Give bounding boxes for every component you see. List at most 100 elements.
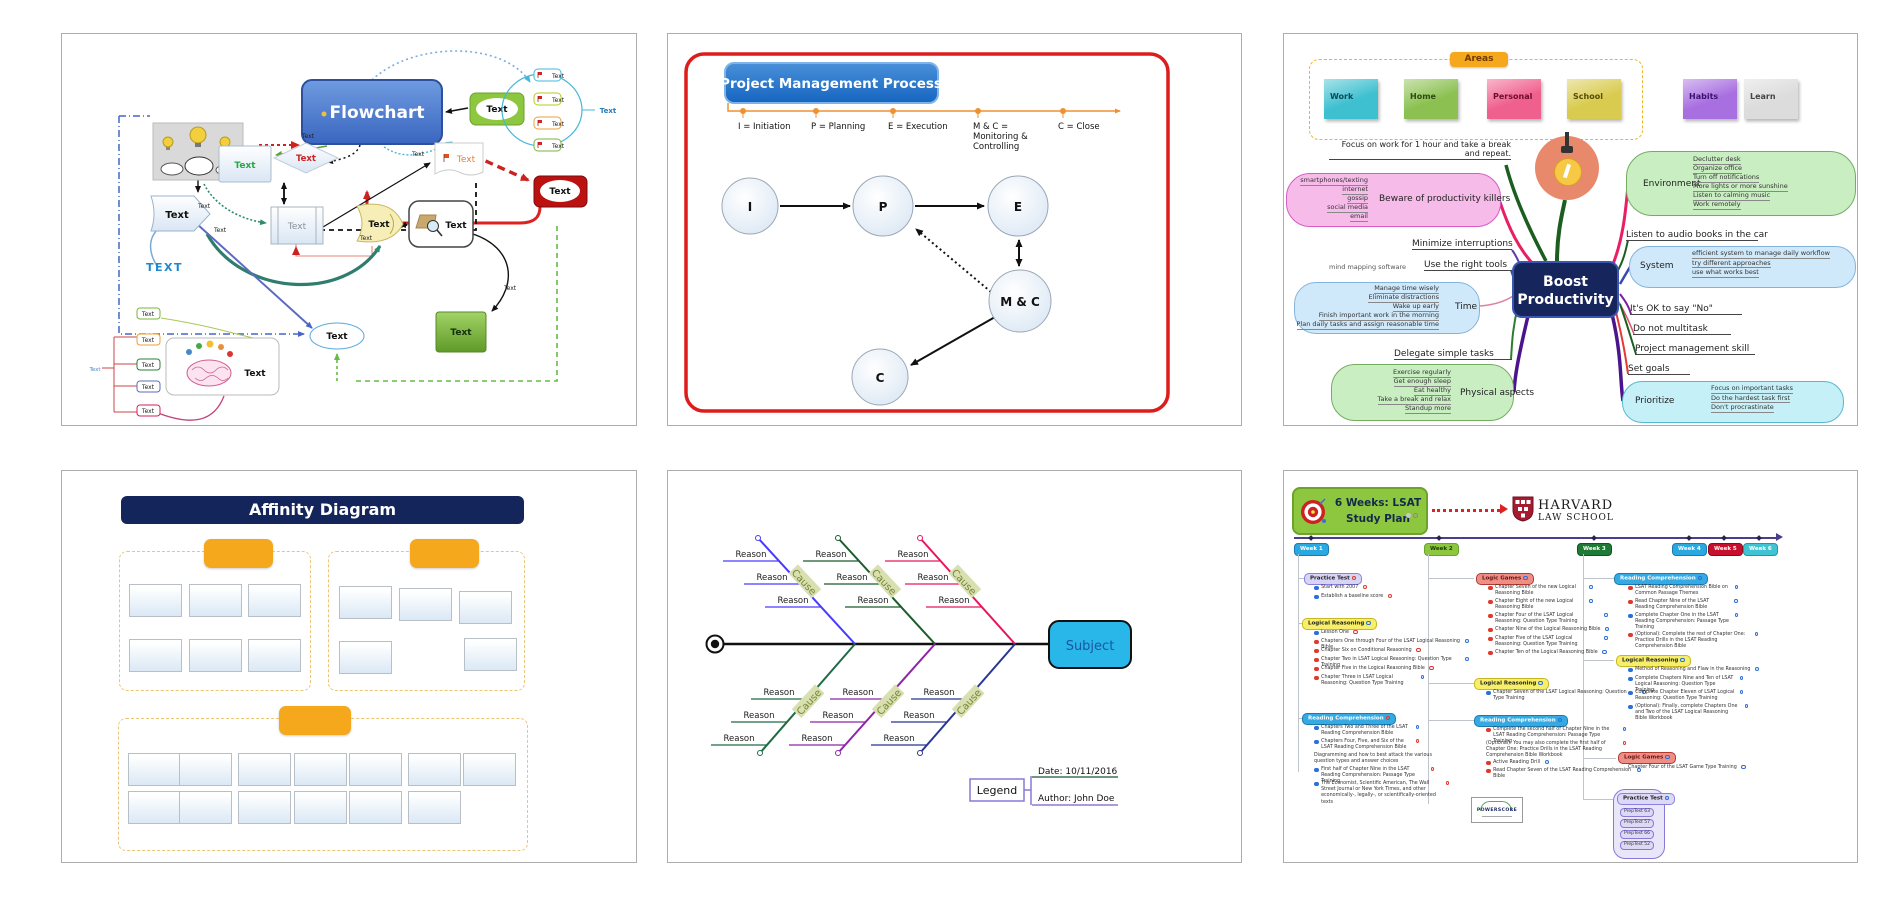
week-5-pill[interactable]: Week 5	[1708, 543, 1743, 556]
affinity-card[interactable]	[238, 791, 291, 824]
branch-minimize[interactable]: Minimize interruptions	[1412, 239, 1513, 250]
branch-time-cloud[interactable]: Time Manage time wisely Eliminate distra…	[1294, 282, 1480, 334]
affinity-group-1-header[interactable]	[204, 539, 273, 568]
affinity-card[interactable]	[129, 639, 182, 672]
svg-text:Text: Text	[359, 235, 373, 242]
week-2-pill[interactable]: Week 2	[1424, 543, 1459, 556]
task-item: Chapter Nine of the Logical Reasoning Bi…	[1488, 627, 1633, 633]
flag-item: Text	[533, 138, 565, 152]
fishbone-diagram-thumbnail[interactable]: Reason Reason Reason Reason Reason Reaso…	[667, 470, 1242, 863]
w1-practice-test-section[interactable]: Practice Test	[1304, 573, 1363, 586]
svg-text:Reason: Reason	[843, 688, 874, 698]
branch-do-not-multitask[interactable]: Do not multitask	[1633, 324, 1731, 335]
affinity-card[interactable]	[459, 591, 512, 624]
badge-icon	[1680, 658, 1685, 663]
affinity-diagram-thumbnail[interactable]: Affinity Diagram	[61, 470, 637, 863]
affinity-card[interactable]	[129, 584, 182, 617]
badge-icon	[1464, 657, 1469, 662]
badge-icon	[1604, 613, 1608, 618]
affinity-card[interactable]	[408, 791, 461, 824]
connector-line	[1583, 554, 1584, 799]
affinity-card[interactable]	[349, 753, 402, 786]
week-6-pill[interactable]: Week 6	[1743, 543, 1778, 556]
branch-set-goals[interactable]: Set goals	[1628, 364, 1690, 375]
branch-pm-skill[interactable]: Project management skill	[1635, 344, 1755, 355]
branch-delegate[interactable]: Delegate simple tasks	[1394, 349, 1512, 360]
preptest-item[interactable]: PrepTest 57	[1620, 819, 1655, 828]
w1-logical-reasoning-section[interactable]: Logical Reasoning	[1302, 618, 1377, 631]
affinity-card[interactable]	[339, 586, 392, 619]
preptest-item[interactable]: PrepTest 66	[1620, 830, 1655, 839]
sticky-note-home[interactable]: Home	[1404, 79, 1458, 119]
preptest-item[interactable]: PrepTest 63	[1620, 808, 1655, 817]
affinity-card[interactable]	[339, 641, 392, 674]
affinity-card[interactable]	[294, 791, 347, 824]
affinity-card[interactable]	[248, 639, 301, 672]
badge-icon	[1385, 716, 1390, 721]
affinity-group-2-header[interactable]	[410, 539, 479, 568]
sticky-note-habits[interactable]: Habits	[1683, 79, 1737, 119]
sticky-note-learn[interactable]: Learn	[1744, 79, 1798, 119]
affinity-card[interactable]	[238, 753, 291, 786]
branch-prioritize-cloud[interactable]: Prioritize Focus on important tasks Do t…	[1622, 381, 1844, 423]
sticky-note-school[interactable]: School	[1567, 79, 1621, 119]
affinity-card[interactable]	[349, 791, 402, 824]
preptest-item[interactable]: PrepTest 52	[1620, 841, 1655, 850]
flowchart-template-thumbnail[interactable]: Flowchart Text Text Text Text Tex	[61, 33, 637, 426]
pmp-node-execution: E	[987, 175, 1049, 237]
branch-focus[interactable]: Focus on work for 1 hour and take a brea…	[1329, 140, 1511, 160]
preptest-label: PrepTest 52	[1624, 842, 1651, 847]
affinity-card[interactable]	[128, 791, 181, 824]
task-item: Establish a baseline score	[1314, 594, 1434, 600]
branch-ok-to-say-no[interactable]: It's OK to say "No"	[1630, 304, 1742, 315]
affinity-card[interactable]	[189, 584, 242, 617]
connector-line	[1428, 720, 1474, 721]
w3-practice-test-section[interactable]: Practice Test	[1617, 793, 1676, 806]
subprocess-box: Text	[270, 206, 324, 245]
w2-reading-comprehension-section[interactable]: Reading Comprehension	[1474, 715, 1568, 728]
focus-line1: Focus on work for 1 hour and take a brea…	[1341, 140, 1511, 149]
w2-logic-games-section[interactable]: Logic Games	[1476, 573, 1534, 586]
central-topic[interactable]: Boost Productivity	[1512, 261, 1619, 318]
bullet-icon	[1314, 666, 1319, 672]
week-3-pill[interactable]: Week 3	[1577, 543, 1612, 556]
lsat-title-box[interactable]: 6 Weeks: LSAT Study Plan	[1292, 487, 1428, 535]
affinity-card[interactable]	[248, 584, 301, 617]
branch-environment-cloud[interactable]: Environment Declutter desk Organize offi…	[1626, 151, 1856, 216]
week-4-pill[interactable]: Week 4	[1672, 543, 1707, 556]
affinity-card[interactable]	[463, 753, 516, 786]
affinity-group-3-header[interactable]	[279, 706, 351, 735]
week-1-pill[interactable]: Week 1	[1294, 543, 1329, 556]
affinity-card[interactable]	[294, 753, 347, 786]
sticky-note-work[interactable]: Work	[1324, 79, 1378, 119]
w3-reading-comprehension-section[interactable]: Reading Comprehension	[1614, 573, 1708, 586]
branch-audio-books[interactable]: Listen to audio books in the car	[1626, 230, 1768, 241]
task-item: Chapter Two in LSAT Logical Reasoning: Q…	[1314, 657, 1469, 669]
badge-icon	[1754, 667, 1760, 672]
badge-icon	[1353, 630, 1358, 635]
productivity-mindmap-thumbnail[interactable]: Areas Work Home Personal School Habits L…	[1283, 33, 1858, 426]
badge-icon	[1734, 599, 1738, 604]
connector-line	[1583, 799, 1613, 800]
right-text-label: Text	[600, 107, 617, 115]
badge-icon	[1754, 632, 1758, 637]
branch-physical-cloud[interactable]: Physical aspects Exercise regularly Get …	[1331, 364, 1534, 421]
project-management-template-thumbnail[interactable]: Project Management Process I = Initiatio…	[667, 33, 1242, 426]
affinity-card[interactable]	[464, 638, 517, 671]
sticky-note-personal[interactable]: Personal	[1487, 79, 1541, 119]
branch-killers-cloud[interactable]: Beware of productivity killers smartphon…	[1286, 173, 1510, 227]
branch-tools[interactable]: Use the right tools	[1424, 260, 1512, 271]
affinity-card[interactable]	[408, 753, 461, 786]
branch-system-cloud[interactable]: System efficient system to manage daily …	[1629, 246, 1856, 288]
w2-logical-reasoning-section[interactable]: Logical Reasoning	[1474, 678, 1549, 691]
w3-logic-games-section[interactable]: Logic Games	[1618, 752, 1676, 765]
affinity-card[interactable]	[179, 753, 232, 786]
w1-reading-comprehension-section[interactable]: Reading Comprehension	[1302, 713, 1396, 726]
affinity-card[interactable]	[128, 753, 181, 786]
physical-item: Get enough sleep	[1393, 377, 1451, 387]
affinity-card[interactable]	[189, 639, 242, 672]
w3-logical-reasoning-section[interactable]: Logical Reasoning	[1616, 655, 1691, 668]
affinity-card[interactable]	[399, 588, 452, 621]
lsat-study-plan-thumbnail[interactable]: 6 Weeks: LSAT Study Plan HARVARD LAW SCH…	[1283, 470, 1858, 863]
affinity-card[interactable]	[179, 791, 232, 824]
